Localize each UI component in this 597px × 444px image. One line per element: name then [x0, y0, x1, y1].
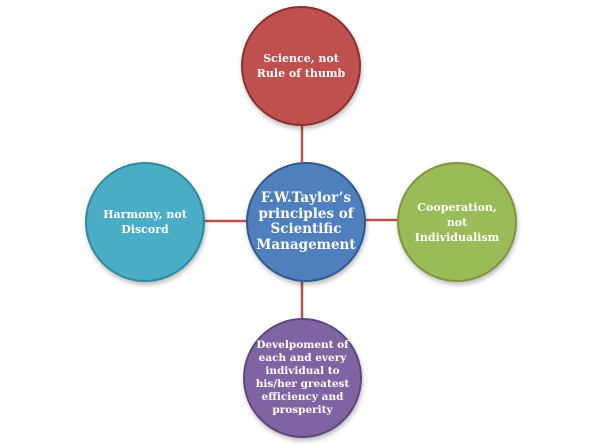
node-cooperation: Cooperation, not Individualism: [397, 162, 517, 282]
node-science-label: Science, not Rule of thumb: [256, 52, 346, 80]
node-harmony: Harmony, not Discord: [85, 162, 205, 282]
central-node: F.W.Taylor’s principles of Scientific Ma…: [246, 162, 366, 282]
node-development: Develpoment of each and every individual…: [243, 318, 362, 438]
node-cooperation-label: Cooperation, not Individualism: [414, 200, 500, 244]
node-science: Science, not Rule of thumb: [241, 6, 361, 126]
node-harmony-label: Harmony, not Discord: [103, 208, 187, 236]
central-node-label: F.W.Taylor’s principles of Scientific Ma…: [256, 190, 356, 253]
node-development-label: Develpoment of each and every individual…: [255, 339, 350, 416]
